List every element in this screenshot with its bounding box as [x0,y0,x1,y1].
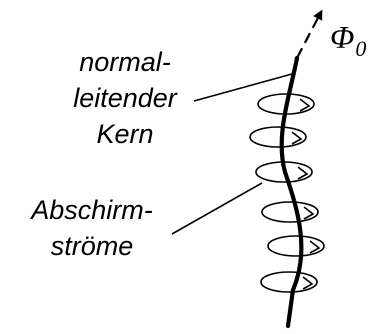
currents-label-line-1: Abschirm- [4,192,180,228]
core-label-line-1: normal- [52,44,198,80]
currents-label: Abschirm- ströme [4,192,180,264]
loop-front-5 [268,246,324,256]
currents-leader-line [172,183,262,234]
flux-symbol: Φ [330,19,354,55]
core-label: normal- leitender Kern [52,44,198,152]
loop-arrowheads [292,99,319,289]
flux-label: Φ0 [330,18,366,68]
loop-arrowhead-1 [300,99,309,111]
core-leader-line [194,74,292,101]
currents-label-line-2: ströme [4,228,180,264]
loop-arrowhead-5 [310,241,319,253]
core-label-line-3: Kern [52,116,198,152]
core-label-line-2: leitender [52,80,198,116]
flux-subscript: 0 [355,36,366,61]
loop-arrowhead-2 [292,132,301,144]
loop-front-2 [250,137,306,147]
loop-arrowhead-6 [303,277,312,289]
loop-front-6 [261,282,317,292]
loop-front-4 [262,212,318,222]
loop-arrowhead-3 [298,167,307,179]
loop-fronts [250,104,324,292]
flux-arrow [297,14,320,58]
loop-arrowhead-4 [304,207,313,219]
vortex-core [282,58,302,326]
